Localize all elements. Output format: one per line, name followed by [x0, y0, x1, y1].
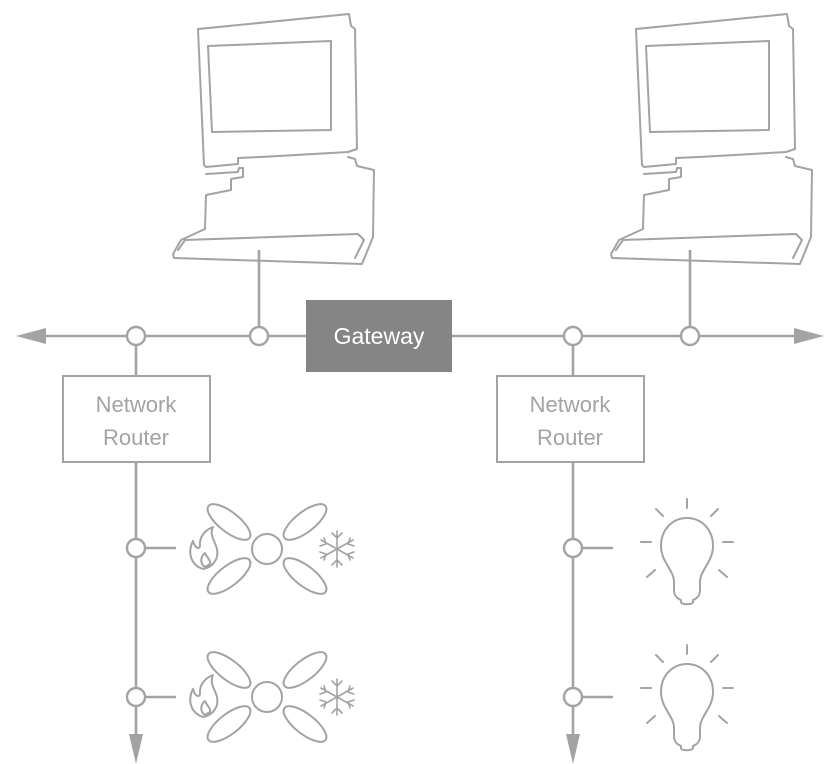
router-label-line2: Router — [103, 425, 169, 450]
device-bus-arrow — [566, 734, 580, 764]
connection-node — [125, 686, 147, 708]
network-router-box: Network Router — [496, 375, 645, 463]
computer-icon — [172, 13, 375, 265]
router-label-line2: Router — [537, 425, 603, 450]
backbone-left-arrow — [16, 328, 46, 344]
light-bulb-icon — [640, 498, 734, 606]
connection-node — [248, 325, 270, 347]
connection-node — [125, 325, 147, 347]
connection-node — [562, 325, 584, 347]
connection-node — [562, 686, 584, 708]
connection-node — [125, 537, 147, 559]
connection-node — [562, 537, 584, 559]
computer-icon — [610, 13, 813, 265]
device-bus-arrow — [129, 734, 143, 764]
hvac-unit-icon — [189, 645, 355, 749]
router-label-line1: Network — [530, 392, 612, 417]
gateway-box: Gateway — [306, 300, 452, 372]
hvac-unit-icon — [189, 497, 355, 601]
router-label-line1: Network — [96, 392, 178, 417]
light-bulb-icon — [640, 644, 734, 752]
backbone-right-arrow — [794, 328, 824, 344]
network-router-box: Network Router — [62, 375, 211, 463]
connection-node — [679, 325, 701, 347]
gateway-label: Gateway — [334, 323, 425, 349]
